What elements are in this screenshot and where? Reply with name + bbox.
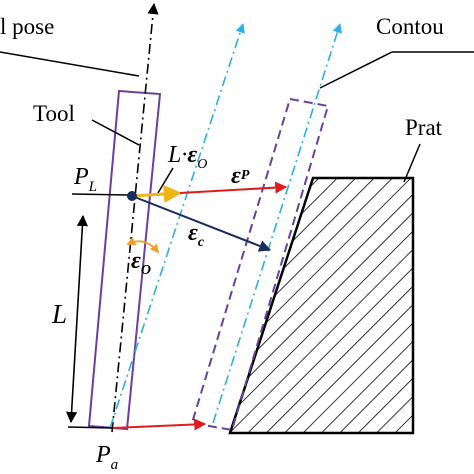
eps-o-arrow [131, 185, 182, 203]
point-pa-label: Pa [95, 442, 118, 473]
tool-outline [87, 89, 162, 431]
eps-c-label: εc [188, 220, 205, 250]
pose-leader [0, 51, 140, 77]
contour-label: Contou [376, 14, 444, 39]
offset-axis-blue [109, 23, 245, 429]
bottom-offset-arrow [112, 418, 207, 431]
pose-label: l pose [0, 14, 54, 39]
contour-leader [319, 51, 393, 89]
eps-p-label: εP [231, 163, 250, 189]
contour-axis-blue [212, 23, 342, 424]
point-pl-label: PL [73, 164, 97, 195]
part-label: Prat [405, 115, 443, 140]
pl-horizontal [71, 193, 132, 196]
tool-label: Tool [33, 101, 75, 126]
part-leader [403, 143, 421, 183]
length-dimension [65, 214, 89, 424]
part-block [228, 176, 415, 435]
angle-arc [126, 236, 160, 254]
length-label: L [51, 299, 67, 329]
eps-p-arrow [179, 181, 288, 194]
point-pl [127, 191, 137, 201]
eps-o-scaled-label: L·εO [167, 142, 207, 172]
tool-leader [91, 119, 140, 146]
pa-horizontal [67, 426, 113, 429]
eps-angle-label: εO [131, 248, 151, 278]
tool-axis [111, 2, 159, 433]
eps-o-leader [157, 167, 174, 194]
eps-c-arrow [131, 195, 272, 252]
